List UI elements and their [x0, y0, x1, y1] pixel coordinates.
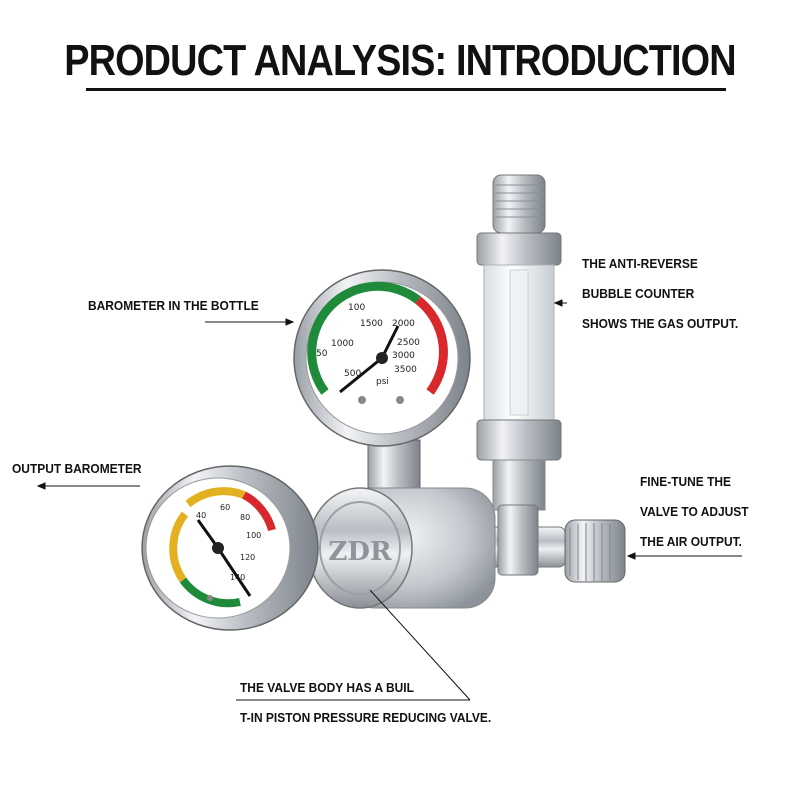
label-bubble-counter-1: THE ANTI-REVERSE	[582, 256, 698, 271]
title-underline	[86, 88, 726, 91]
svg-text:80: 80	[240, 513, 250, 522]
gauge-connector	[367, 439, 421, 489]
svg-text:40: 40	[196, 511, 206, 520]
svg-text:2000: 2000	[392, 319, 415, 329]
svg-text:100: 100	[246, 531, 261, 540]
bubble-counter	[476, 174, 562, 511]
label-bubble-counter-3: SHOWS THE GAS OUTPUT.	[582, 316, 739, 331]
page-title: PRODUCT ANALYSIS: INTRODUCTION	[64, 36, 736, 85]
callout-lines	[36, 299, 742, 701]
lower-gauge: 40 60 80 100 120 140	[141, 465, 319, 631]
logo-text: ZDR	[328, 537, 392, 567]
label-valve-body-1: THE VALVE BODY HAS A BUIL	[240, 680, 414, 695]
label-fine-tune-2: VALVE TO ADJUST	[640, 504, 749, 519]
label-bubble-counter-2: BUBBLE COUNTER	[582, 286, 695, 301]
label-output-barometer: OUTPUT BAROMETER	[12, 461, 142, 476]
svg-text:120: 120	[240, 553, 255, 562]
svg-text:1000: 1000	[331, 339, 354, 349]
label-valve-body-2: T-IN PISTON PRESSURE REDUCING VALVE.	[240, 710, 492, 725]
upper-gauge: 100 1500 2000 2500 3000 3500 50 1000 500…	[293, 269, 471, 447]
svg-text:2500: 2500	[397, 338, 420, 348]
svg-text:60: 60	[220, 503, 230, 512]
label-fine-tune-1: FINE-TUNE THE	[640, 474, 732, 489]
svg-text:1500: 1500	[360, 319, 383, 329]
svg-text:100: 100	[348, 303, 365, 313]
svg-text:3500: 3500	[394, 365, 417, 375]
label-barometer-bottle: BAROMETER IN THE BOTTLE	[88, 298, 259, 313]
svg-text:3000: 3000	[392, 351, 415, 361]
svg-text:psi: psi	[376, 377, 389, 387]
label-fine-tune-3: THE AIR OUTPUT.	[640, 534, 742, 549]
svg-text:50: 50	[316, 349, 328, 359]
valve-body: ZDR	[307, 487, 496, 609]
svg-text:500: 500	[344, 369, 361, 379]
